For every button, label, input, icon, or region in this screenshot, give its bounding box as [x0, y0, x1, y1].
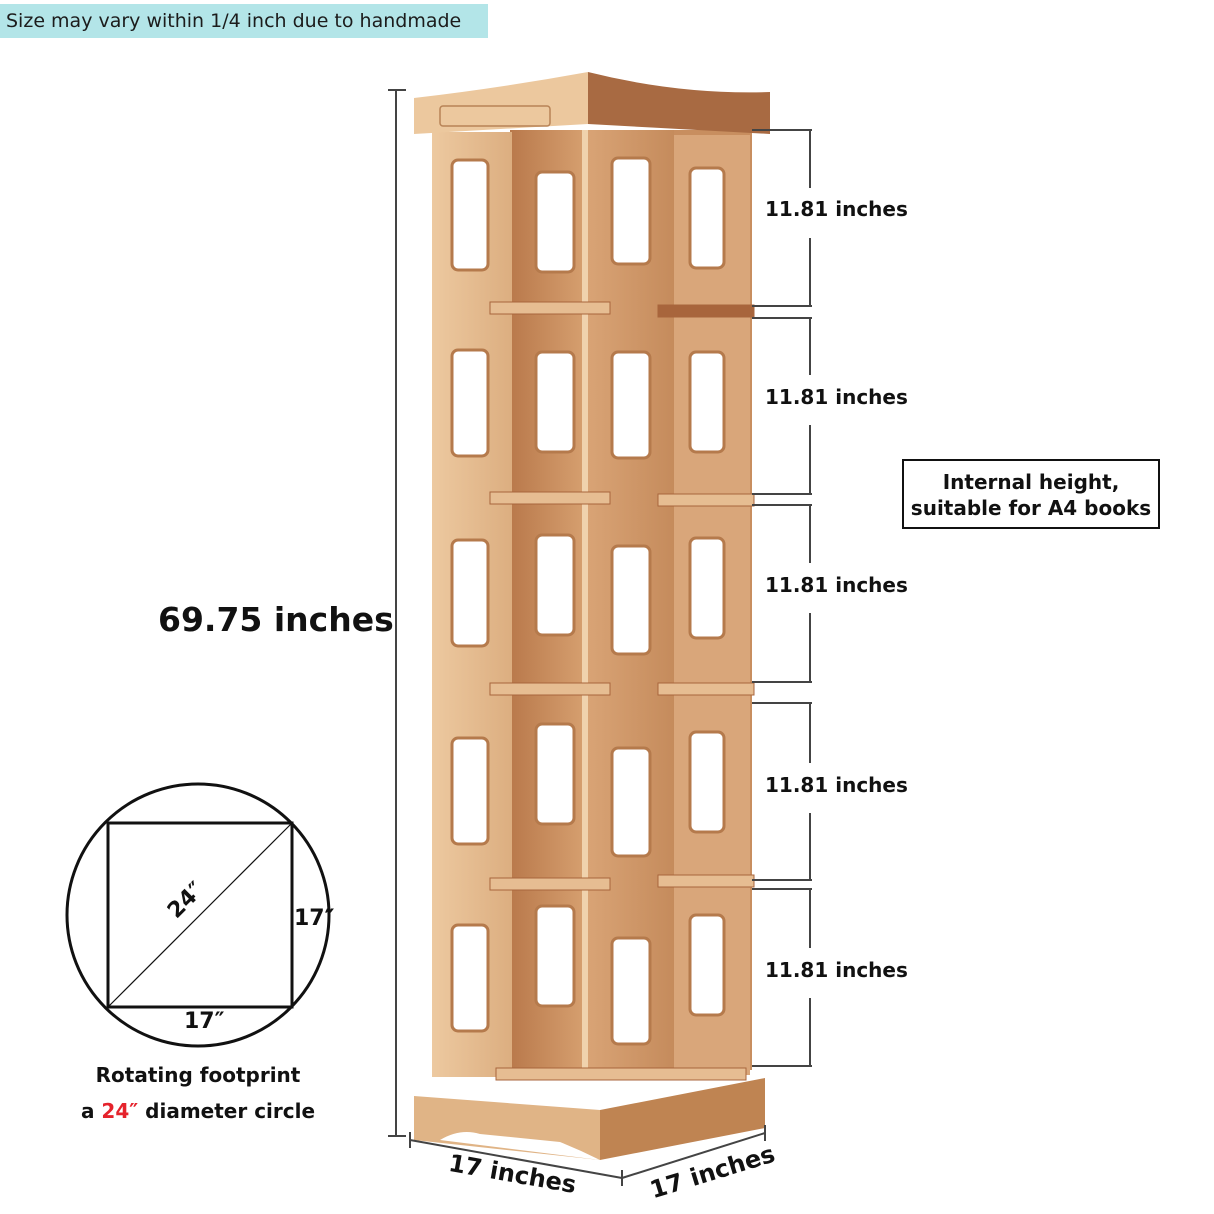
shelf-height-label-2: 11.81 inches [765, 385, 908, 409]
footprint-caption-subtitle: a 24″ diameter circle [50, 1099, 346, 1123]
size-disclaimer-banner: Size may vary within 1/4 inch due to han… [0, 4, 488, 38]
caption-suffix: diameter circle [145, 1099, 316, 1123]
shelf-height-label-4: 11.81 inches [765, 773, 908, 797]
total-height-dimension-line [388, 89, 406, 1137]
shelf-height-label-3: 11.81 inches [765, 573, 908, 597]
total-height-label: 69.75 inches [158, 600, 394, 639]
footprint-caption-title: Rotating footprint [95, 1063, 301, 1087]
bookshelf-tower [414, 72, 770, 1160]
shelf-height-dimension-lines [752, 129, 812, 1067]
rotating-footprint-diagram [65, 782, 331, 1048]
base-dimension-lines [409, 1125, 766, 1186]
caption-diameter-highlight: 24″ [101, 1099, 139, 1123]
footprint-bottom-label: 17″ [184, 1009, 225, 1034]
note-line-2: suitable for A4 books [910, 496, 1152, 520]
footprint-side-label: 17″ [294, 906, 335, 931]
note-line-1: Internal height, [942, 470, 1120, 494]
shelf-height-label-5: 11.81 inches [765, 958, 908, 982]
caption-prefix: a [80, 1099, 95, 1123]
internal-height-note: Internal height, suitable for A4 books [902, 459, 1160, 529]
shelf-height-label-1: 11.81 inches [765, 197, 908, 221]
